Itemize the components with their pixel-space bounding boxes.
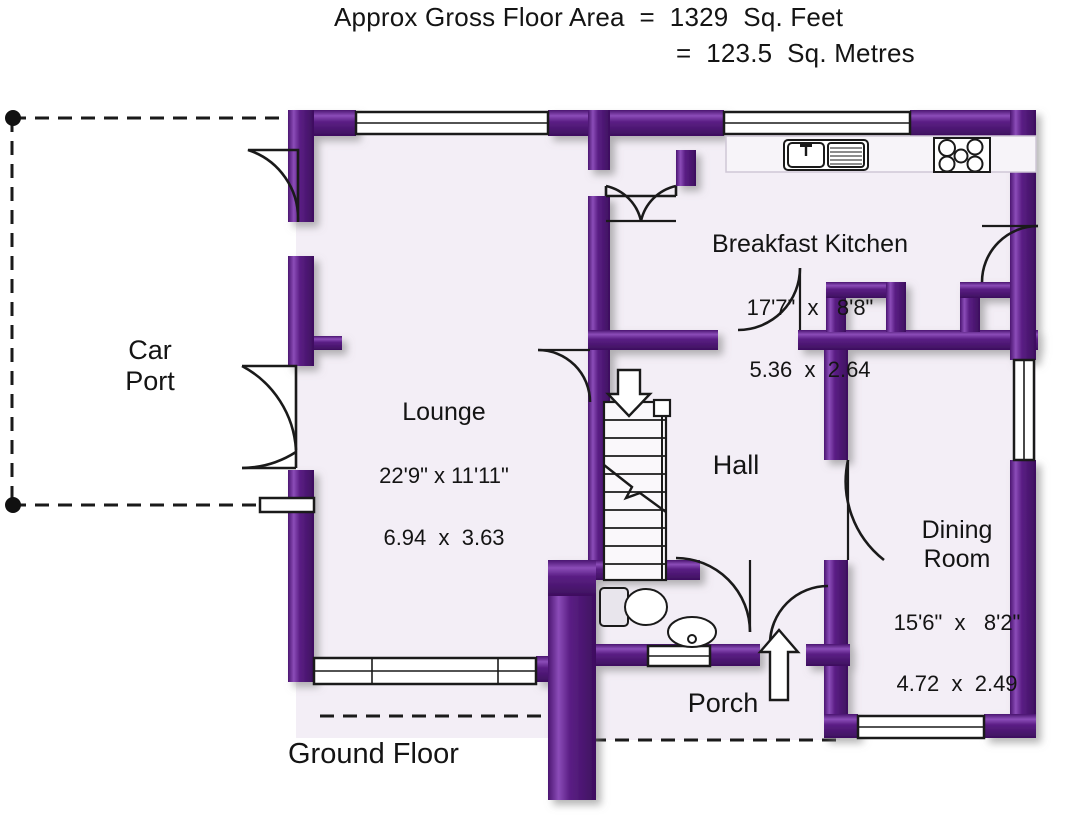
room-label-dining-room: Dining Room 15'6" x 8'2" 4.72 x 2.49 (893, 516, 1021, 697)
room-label-lounge: Lounge 22'9" x 11'11" 6.94 x 3.63 (379, 398, 509, 550)
door-swings (241, 148, 1039, 645)
ground-floor-dashed-lines (320, 714, 840, 742)
room-label-porch: Porch (687, 688, 759, 718)
car-port-boundary (10, 116, 300, 507)
floor-title: Ground Floor (288, 738, 459, 770)
kitchen-sink-icon (783, 139, 869, 171)
stairs-down-arrow (605, 368, 653, 418)
boundary-marker-bottom (5, 497, 21, 513)
gross-floor-area-feet: Approx Gross Floor Area = 1329 Sq. Feet (334, 2, 844, 32)
kitchen-hob-icon (933, 137, 991, 173)
staircase (602, 398, 672, 582)
room-label-hall: Hall (712, 450, 760, 480)
wc-toilet-icon (599, 587, 668, 627)
wc-basin-icon (667, 616, 717, 648)
windows (258, 110, 1036, 740)
entrance-up-arrow (757, 628, 801, 702)
gross-floor-area-metres: = 123.5 Sq. Metres (676, 38, 915, 68)
room-label-breakfast-kitchen: Breakfast Kitchen 17'7" x 8'8" 5.36 x 2.… (712, 230, 908, 382)
room-label-car-port: Car Port (125, 335, 175, 396)
boundary-marker-top (5, 110, 21, 126)
